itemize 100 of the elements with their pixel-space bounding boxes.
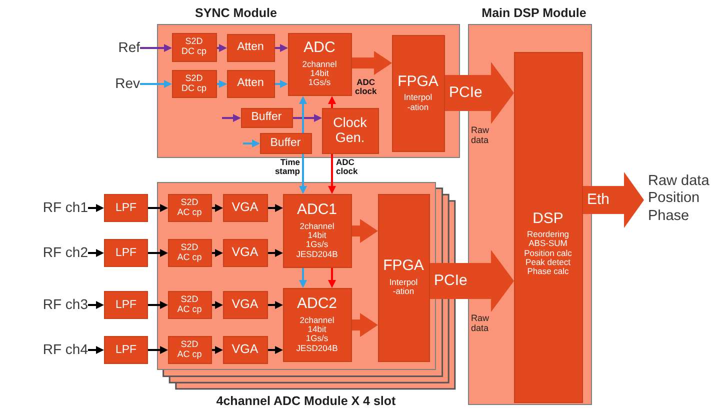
block-label: Buffer <box>270 136 301 150</box>
data-flow-arrow <box>352 313 378 337</box>
process-block <box>392 34 444 152</box>
signal-arrow <box>140 80 172 88</box>
block-label: LPF <box>115 344 137 356</box>
signal-arrow <box>212 346 223 354</box>
module-title: Main DSP Module <box>482 6 586 20</box>
process-block <box>104 194 148 222</box>
signal-arrow <box>212 301 223 309</box>
edge-label: PCIe <box>449 84 482 102</box>
process-block <box>378 194 430 362</box>
signal-label: Raw data Position Phase <box>648 172 710 226</box>
signal-arrow <box>88 249 104 257</box>
signal-arrow <box>299 268 307 288</box>
signal-arrow <box>293 114 322 122</box>
block-label: FPGA <box>398 74 438 90</box>
process-block <box>226 70 274 98</box>
signal-label: RF ch4 <box>42 342 88 358</box>
block-label: LPF <box>115 298 137 312</box>
annotation-text: ADC clock <box>355 78 377 97</box>
block-label: ADC2 <box>296 296 337 313</box>
block-description: Interpol -ation <box>389 278 418 297</box>
edge-label: Eth <box>587 191 610 209</box>
process-block <box>222 194 268 222</box>
signal-arrow <box>299 96 307 133</box>
signal-label: Rev <box>115 76 140 92</box>
process-block <box>226 34 274 62</box>
process-block <box>222 238 268 266</box>
signal-label: Ref <box>118 40 140 56</box>
annotation-text: Raw data <box>471 126 490 146</box>
process-block <box>168 336 212 364</box>
block-label: S2D AC cp <box>176 294 203 314</box>
block-label: LPF <box>115 202 137 214</box>
signal-arrow <box>275 44 288 52</box>
process-block <box>222 290 268 318</box>
block-label: DSP <box>532 210 564 227</box>
block-description: 2channel 14bit 1Gs/s JESD204B <box>296 222 338 259</box>
signal-arrow <box>212 204 223 212</box>
signal-arrow <box>148 301 168 309</box>
signal-arrow <box>88 204 104 212</box>
signal-arrow <box>148 204 168 212</box>
signal-label: RF ch1 <box>42 200 88 216</box>
signal-arrow <box>148 249 168 257</box>
block-label: VGA <box>232 298 258 312</box>
process-block <box>260 132 312 154</box>
signal-arrow <box>148 346 168 354</box>
data-flow-arrow <box>352 51 392 75</box>
block-label: VGA <box>232 200 258 214</box>
signal-arrow <box>217 80 227 88</box>
process-block <box>222 336 268 364</box>
block-description: Interpol -ation <box>404 93 432 112</box>
block-description: 2channel 14bit 1Gs/s JESD204B <box>296 316 338 353</box>
process-block <box>104 336 148 364</box>
data-flow-arrow <box>445 62 514 124</box>
signal-label: RF ch3 <box>42 297 88 313</box>
block-label: Atten <box>237 41 264 54</box>
process-block <box>168 290 212 318</box>
data-flow-arrow <box>352 219 378 243</box>
process-block <box>104 291 148 319</box>
block-label: VGA <box>232 246 258 260</box>
block-label: S2D AC cp <box>176 198 203 218</box>
block-label: ADC1 <box>296 202 337 219</box>
block-label: S2D DC cp <box>180 37 208 57</box>
signal-arrow <box>268 249 283 257</box>
signal-arrow <box>328 96 336 108</box>
signal-arrow <box>275 80 288 88</box>
block-label: Atten <box>237 77 264 90</box>
signal-arrow <box>328 154 336 194</box>
block-label: S2D AC cp <box>176 242 203 262</box>
block-label: LPF <box>115 246 137 260</box>
annotation-text: Time stamp <box>274 158 300 177</box>
process-block <box>282 288 352 362</box>
annotation-text: Raw data <box>471 314 490 334</box>
signal-arrow <box>88 301 104 309</box>
signal-arrow <box>217 44 227 52</box>
signal-arrow <box>243 140 260 148</box>
signal-arrow <box>212 249 223 257</box>
signal-arrow <box>140 44 172 52</box>
block-description: 2channel 14bit 1Gs/s <box>302 60 337 88</box>
module-title: 4channel ADC Module X 4 slot <box>216 394 396 408</box>
process-block <box>172 32 216 62</box>
block-label: ADC <box>304 40 336 57</box>
block-label: Buffer <box>251 111 282 124</box>
block-label: S2D AC cp <box>176 340 203 360</box>
signal-arrow <box>268 204 283 212</box>
process-block <box>104 239 148 267</box>
process-block <box>240 108 292 128</box>
edge-label: PCIe <box>434 272 468 290</box>
process-block <box>514 52 582 402</box>
signal-arrow <box>328 268 336 288</box>
data-flow-arrow <box>583 172 644 228</box>
process-block <box>322 108 378 154</box>
annotation-text: ADC clock <box>336 158 358 177</box>
block-label: FPGA <box>383 258 424 275</box>
signal-arrow <box>268 346 283 354</box>
signal-arrow <box>268 301 283 309</box>
block-label: VGA <box>232 342 258 356</box>
data-flow-arrow <box>430 250 514 312</box>
block-label: Clock Gen. <box>333 116 367 146</box>
block-description: Reordering ABS-SUM Position calc Peak detect Phase calc <box>523 230 573 277</box>
